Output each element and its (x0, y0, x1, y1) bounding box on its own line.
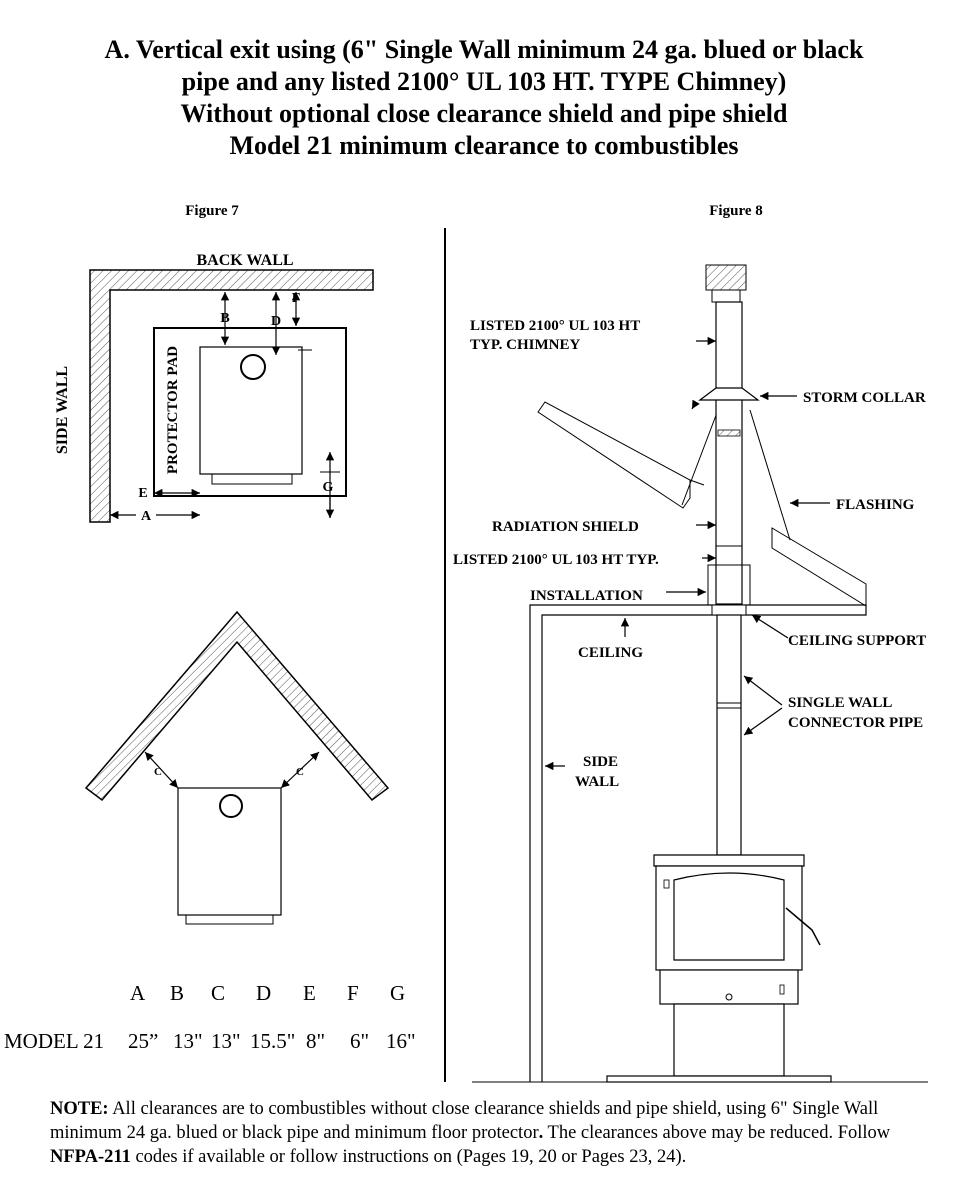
ceiling-wall (529, 604, 867, 1082)
ceiling-support (711, 604, 747, 616)
stove-top (653, 854, 805, 867)
stove-top-view (199, 346, 303, 475)
figure-7-caption: Figure 7 (185, 203, 239, 219)
ashpan-knob (725, 993, 733, 1001)
label-radiation-shield: RADIATION SHIELD (492, 519, 639, 535)
roof-left (537, 401, 691, 509)
page-title: A. Vertical exit using (6" Single Wall m… (0, 34, 968, 162)
roof-right (771, 527, 867, 607)
corner-installation: C C (84, 610, 390, 925)
stove-ashpan (659, 969, 799, 1005)
table-header: E (303, 981, 316, 1005)
label-single-wall-1: SINGLE WALL (788, 695, 892, 711)
ashpan-vent (779, 984, 785, 995)
label-wall: WALL (575, 774, 619, 790)
stove-body (655, 865, 803, 971)
cap-base (711, 289, 741, 303)
label-b: B (220, 311, 229, 326)
table-row-label: MODEL 21 (4, 1029, 105, 1053)
note-label: NOTE: (50, 1099, 109, 1119)
back-wall-label: BACK WALL (196, 252, 293, 269)
listed-chimney (715, 301, 743, 605)
label-ceiling-support: CEILING SUPPORT (788, 633, 926, 649)
label-c-left: C (154, 766, 162, 778)
label-ceiling: CEILING (578, 645, 643, 661)
label-g: G (323, 480, 334, 495)
flashing-left (681, 409, 719, 506)
roof-edge (689, 479, 705, 486)
table-cell: 13" (173, 1029, 203, 1053)
arrow-connector-1 (743, 675, 783, 706)
label-e: E (138, 486, 147, 501)
label-a: A (141, 509, 152, 524)
label-chimney-2: TYP. CHIMNEY (470, 337, 580, 353)
label-c-right: C (296, 766, 304, 778)
table-header: B (170, 981, 185, 1005)
door-handle (785, 907, 821, 946)
note-code: NFPA-211 (50, 1147, 131, 1167)
protector-pad (153, 327, 347, 497)
table-cell: 8" (306, 1029, 326, 1053)
table-cell: 16" (386, 1029, 416, 1053)
label-f: F (292, 291, 301, 306)
label-installation: INSTALLATION (530, 588, 643, 604)
table-header: A (130, 981, 146, 1005)
label-flashing: FLASHING (836, 497, 915, 513)
note-text-3: codes if available or follow instruction… (130, 1147, 687, 1167)
stove-corner-view (177, 787, 282, 916)
label-chimney-1: LISTED 2100° UL 103 HT (470, 318, 640, 334)
note-text-2: . The clearances above may be reduced. F… (538, 1123, 891, 1143)
note: NOTE: All clearances are to combustibles… (50, 1097, 930, 1169)
stove-door (673, 872, 785, 961)
arrow-connector-2 (743, 707, 783, 736)
figure-8-caption: Figure 8 (709, 203, 762, 219)
corner-walls (84, 610, 390, 802)
stove-corner-ashlip (185, 914, 274, 925)
arrow-ceiling-support (751, 614, 789, 639)
storm-collar (698, 387, 760, 401)
radiation-band (717, 429, 741, 437)
connector-pipe (716, 614, 742, 856)
stove-pedestal (673, 1003, 785, 1077)
table-header: G (390, 981, 406, 1005)
flashing-right (749, 409, 791, 541)
table-header: F (347, 981, 359, 1005)
label-single-wall-2: CONNECTOR PIPE (788, 715, 923, 731)
floor-protector (606, 1075, 832, 1083)
title-line-3: Without optional close clearance shield … (180, 99, 788, 128)
title-line-4: Model 21 minimum clearance to combustibl… (229, 131, 739, 160)
label-d: D (271, 314, 281, 329)
flue-outlet (240, 354, 266, 380)
table-cell: 13" (211, 1029, 241, 1053)
title-line-1: A. Vertical exit using (6" Single Wall m… (104, 35, 864, 64)
note-text-1: All clearances are to combustibles witho… (50, 1099, 879, 1143)
door-hinge (663, 879, 670, 889)
stove-ashlip (211, 473, 293, 485)
figure-7: Figure 7 BACK WALL SIDE WALL PROTECTOR P… (54, 203, 374, 524)
label-listed-typ: LISTED 2100° UL 103 HT TYP. (453, 552, 659, 568)
arrow-c-left (144, 751, 179, 789)
label-a-bg (136, 508, 156, 522)
table-cell: 6" (350, 1029, 370, 1053)
arrow-c-right (280, 751, 320, 789)
figure-8: Figure 8 (453, 203, 928, 1083)
side-wall-label: SIDE WALL (54, 366, 71, 454)
chimney-cap (705, 264, 747, 291)
back-wall (89, 269, 374, 523)
table-cell: 25” (128, 1029, 159, 1053)
protector-pad-label: PROTECTOR PAD (165, 346, 181, 474)
table-header: C (211, 981, 226, 1005)
label-storm-collar: STORM COLLAR (803, 390, 926, 406)
table-header: D (256, 981, 272, 1005)
title-line-2: pipe and any listed 2100° UL 103 HT. TYP… (181, 67, 787, 96)
flue-outlet-corner (219, 794, 243, 818)
label-side: SIDE (583, 754, 618, 770)
arrow-collar-left (691, 399, 700, 410)
table-cell: 15.5" (250, 1029, 296, 1053)
